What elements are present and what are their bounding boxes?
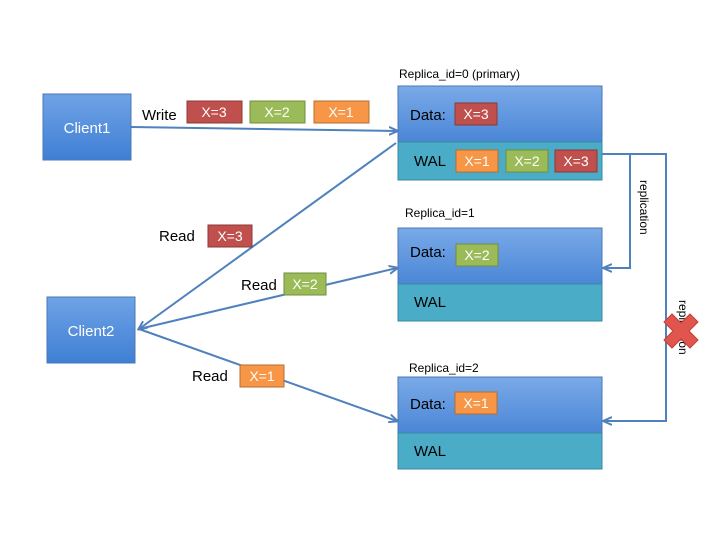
write-label: Write (142, 107, 177, 124)
replica1-title: Replica_id=1 (405, 206, 475, 220)
replication-arrow-replica2 (604, 153, 667, 421)
svg-text:X=3: X=3 (201, 104, 227, 120)
svg-text:X=1: X=1 (328, 104, 354, 120)
replica2-data-label: Data: (410, 396, 446, 413)
read-arrow-primary (139, 142, 397, 329)
replica0-data-label: Data: (410, 107, 446, 124)
replica0-wal-box: WAL X=1 X=2 X=3 (397, 141, 603, 181)
replica0-data-value: X=3 (463, 106, 489, 122)
write-chip-x3: X=3 (186, 100, 243, 124)
svg-text:X=3: X=3 (217, 228, 243, 244)
replica2-wal-box: WAL (397, 432, 603, 470)
replica0-wal-entry-2: X=2 (514, 153, 540, 169)
replication-label-1: replication (637, 180, 651, 235)
replica0-wal-entry-3: X=3 (563, 153, 589, 169)
client2-label: Client2 (68, 323, 115, 340)
read-chip-x1: X=1 (239, 364, 285, 388)
replica1-wal-box: WAL (397, 283, 603, 322)
read-chip-x3: X=3 (207, 224, 253, 248)
replica2-title: Replica_id=2 (409, 361, 479, 375)
replication-arrow-replica1 (602, 153, 631, 268)
replica2-wal-label: WAL (414, 443, 446, 460)
x-mark-icon (663, 313, 699, 349)
write-arrow (130, 127, 397, 131)
replica1-data-label: Data: (410, 244, 446, 261)
replica1-wal-label: WAL (414, 294, 446, 311)
client1-node: Client1 (42, 93, 132, 161)
replica1-data-value: X=2 (464, 247, 490, 263)
replica0-data-box: Data: X=3 (397, 85, 603, 143)
svg-text:X=2: X=2 (292, 276, 318, 292)
read-arrow-replica1 (138, 268, 397, 330)
read-label-replica2: Read (192, 368, 228, 385)
replica0-title: Replica_id=0 (primary) (399, 67, 520, 81)
replica1-data-box: Data: X=2 (397, 227, 603, 285)
write-chip-x1: X=1 (313, 100, 370, 124)
write-chip-x2: X=2 (249, 100, 306, 124)
read-chip-x2: X=2 (283, 272, 327, 296)
client1-label: Client1 (64, 120, 111, 137)
replica0-wal-label: WAL (414, 153, 446, 170)
replica2-data-value: X=1 (463, 395, 489, 411)
client2-node: Client2 (46, 296, 136, 364)
svg-text:X=2: X=2 (264, 104, 290, 120)
read-label-replica1: Read (241, 277, 277, 294)
read-label-primary: Read (159, 228, 195, 245)
svg-text:X=1: X=1 (249, 368, 275, 384)
replica2-data-box: Data: X=1 (397, 376, 603, 434)
replica0-wal-entry-1: X=1 (464, 153, 490, 169)
